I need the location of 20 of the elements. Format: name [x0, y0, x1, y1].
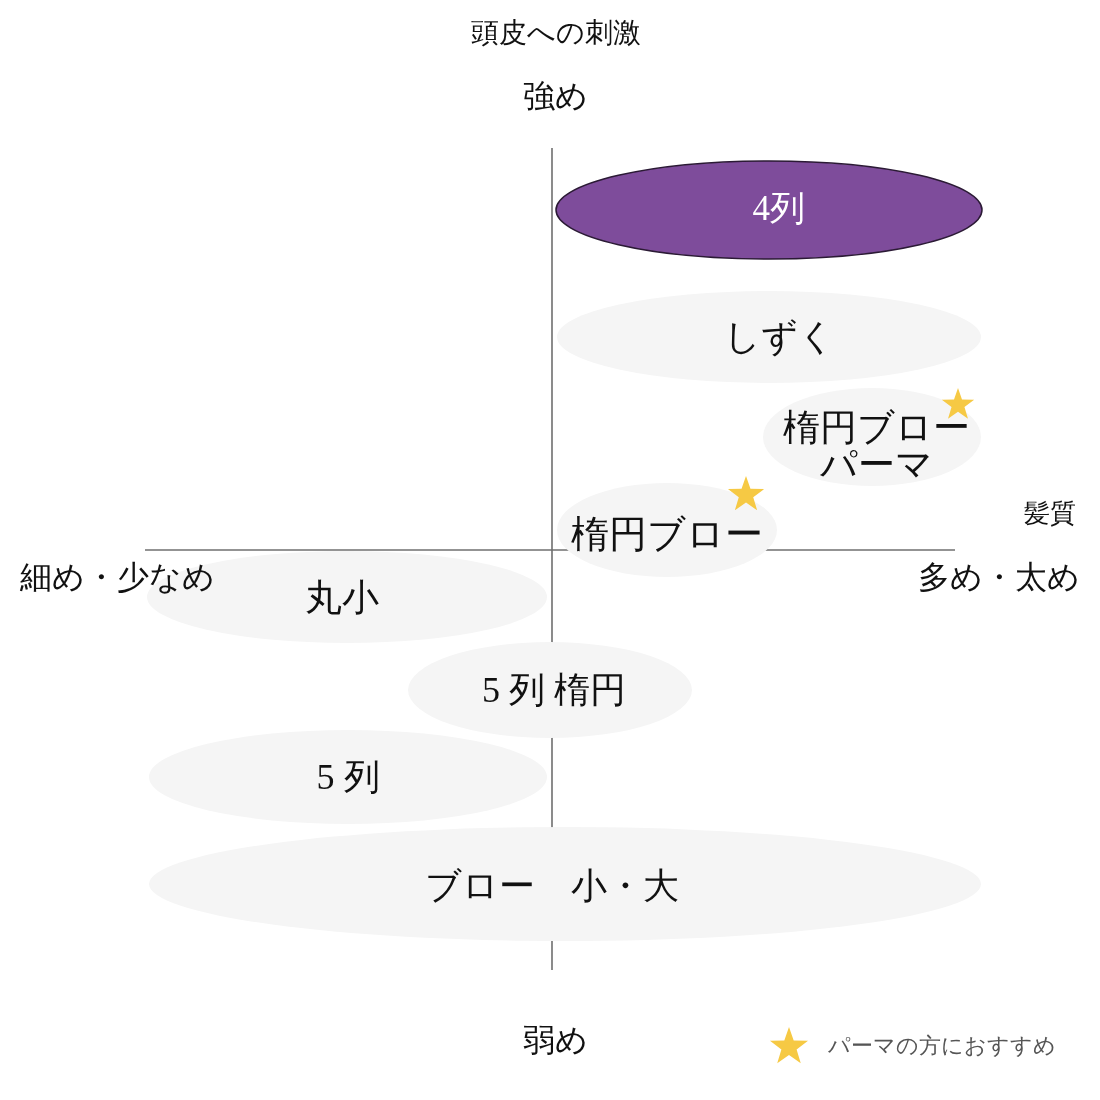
- axis-title: 頭皮への刺激: [471, 19, 641, 47]
- category-ellipse: [407, 641, 693, 739]
- category-ellipse: [555, 160, 983, 260]
- axis-title: 髪質: [1024, 501, 1076, 527]
- category-label: 楕円ブローパーマ: [782, 409, 972, 483]
- axis-end-label: 細め・少なめ: [20, 561, 215, 593]
- category-ellipse: [148, 826, 982, 942]
- category-label: 5 列 楕円: [482, 672, 626, 708]
- category-ellipse: [762, 387, 982, 487]
- category-label: 5 列: [316, 759, 380, 795]
- category-label: ブロー 小・大: [425, 868, 679, 904]
- axis-end-label: 多め・太め: [918, 561, 1080, 593]
- category-label: 4列: [752, 190, 805, 226]
- axis-end-label: 弱め: [522, 1024, 588, 1056]
- axis-end-label: 強め: [522, 80, 588, 112]
- legend-label: パーマの方におすすめ: [828, 1035, 1056, 1057]
- category-label: 楕円ブロー: [571, 515, 763, 553]
- category-label: 丸小: [305, 578, 379, 616]
- category-ellipse: [556, 482, 778, 578]
- category-label: しずく: [723, 319, 835, 355]
